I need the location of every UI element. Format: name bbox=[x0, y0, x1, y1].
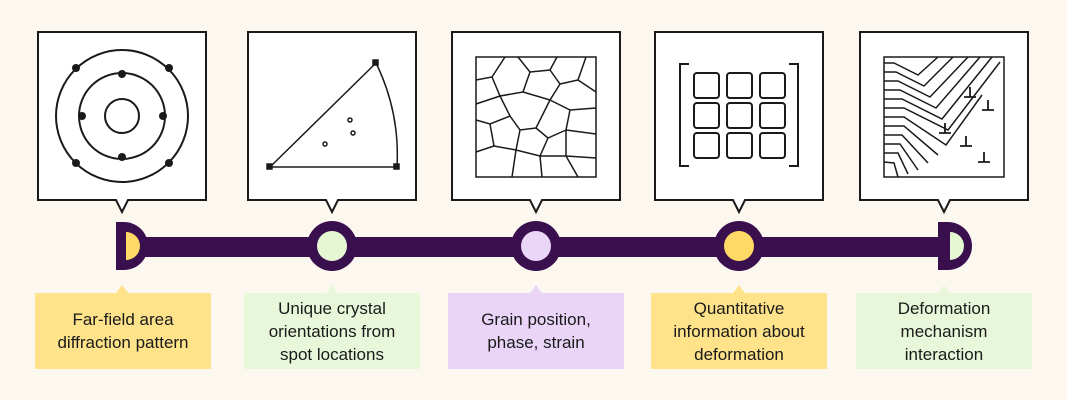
stage-label-4: Quantitative information about deformati… bbox=[651, 293, 827, 369]
stage-label-text: Far-field area diffraction pattern bbox=[57, 310, 189, 352]
marker-2 bbox=[307, 221, 357, 271]
marker-3 bbox=[511, 221, 561, 271]
stage-label-text: Quantitative information about deformati… bbox=[673, 298, 805, 364]
deformation-dislocation-icon bbox=[883, 56, 1005, 178]
label-bg-2 bbox=[244, 285, 420, 369]
stage-label-1: Far-field area diffraction pattern bbox=[35, 293, 211, 369]
grain-map-icon bbox=[475, 56, 597, 178]
label-bg-5 bbox=[856, 285, 1032, 369]
diffraction-rings-icon bbox=[55, 49, 189, 183]
stage-label-text: Grain position, phase, strain bbox=[481, 310, 591, 352]
label-bg-1 bbox=[35, 285, 211, 369]
callout-box-4 bbox=[654, 31, 824, 215]
callout-box-5 bbox=[859, 31, 1029, 215]
marker-1 bbox=[116, 222, 148, 270]
label-bg-4 bbox=[651, 285, 827, 369]
marker-4 bbox=[714, 221, 764, 271]
marker-5 bbox=[938, 222, 972, 270]
callout-box-1 bbox=[37, 31, 207, 215]
stage-label-2: Unique crystal orientations from spot lo… bbox=[244, 293, 420, 369]
callout-box-3 bbox=[451, 31, 621, 215]
stage-label-text: Deformation mechanism interaction bbox=[897, 298, 991, 364]
stage-label-3: Grain position, phase, strain bbox=[448, 293, 624, 369]
orientation-triangle-icon bbox=[266, 59, 400, 170]
stage-label-text: Unique crystal orientations from spot lo… bbox=[268, 298, 396, 364]
callout-box-2 bbox=[247, 31, 417, 215]
matrix-icon bbox=[679, 63, 799, 167]
label-bg-3 bbox=[448, 285, 624, 369]
stage-label-5: Deformation mechanism interaction bbox=[856, 293, 1032, 369]
